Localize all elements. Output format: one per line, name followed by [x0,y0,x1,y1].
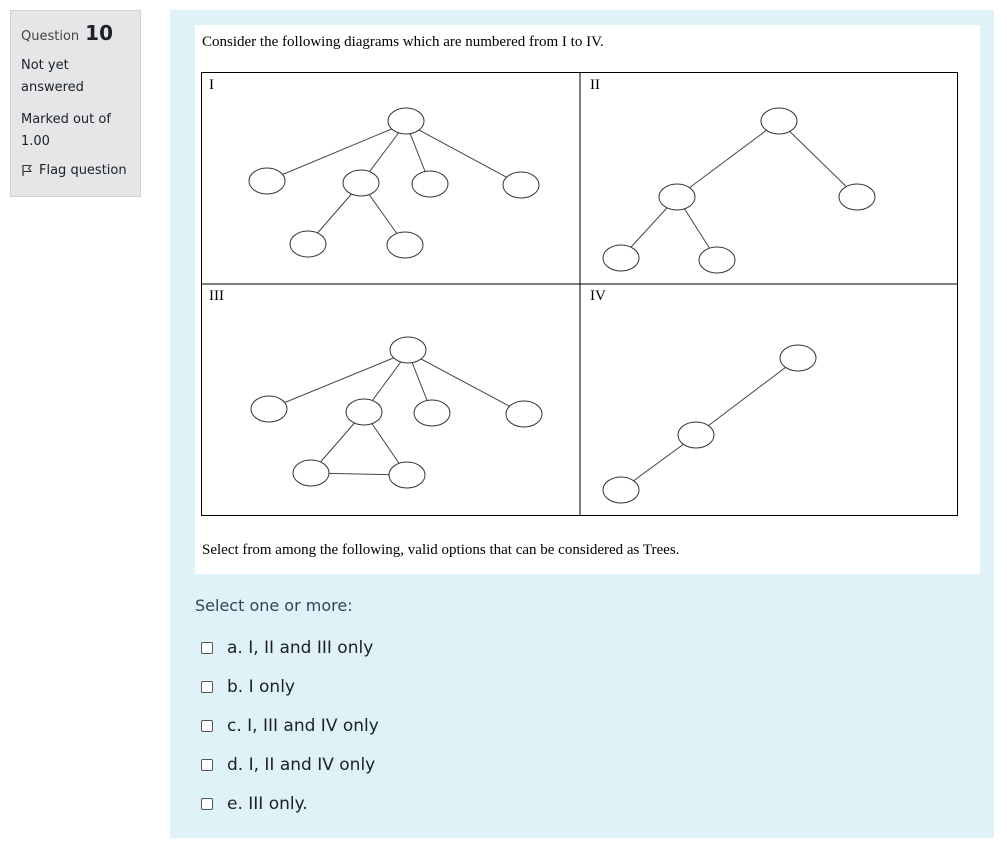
option-c-checkbox[interactable] [201,719,213,732]
option-e[interactable]: e. III only. [201,784,379,823]
option-b-checkbox[interactable] [201,680,213,693]
question-content: Consider the following diagrams which ar… [170,10,994,838]
option-e-checkbox[interactable] [201,797,213,810]
question-number-value: 10 [85,21,113,45]
question-state: Not yet answered [21,58,84,95]
option-a-checkbox[interactable] [201,641,213,654]
question-intro: Consider the following diagrams which ar… [202,34,604,50]
diagram-label-iv: IV [590,288,606,304]
option-c-label: c. I, III and IV only [227,715,379,736]
option-d[interactable]: d. I, II and IV only [201,745,379,784]
diagram-label-i: I [209,77,214,93]
question-number: Question 10 [21,21,130,45]
option-e-label: e. III only. [227,793,308,814]
diagram-label-iii: III [209,288,224,304]
question-text: Consider the following diagrams which ar… [195,25,980,574]
diagram-iv [602,344,817,504]
flag-question-link[interactable]: Flag question [21,163,130,178]
option-c[interactable]: c. I, III and IV only [201,706,379,745]
answer-prompt: Select one or more: [195,596,353,615]
option-d-label: d. I, II and IV only [227,754,376,775]
question-grade: Marked out of 1.00 [21,112,111,149]
diagram-grid: I II III IV [201,72,958,516]
option-b-label: b. I only [227,676,295,697]
option-a-label: a. I, II and III only [227,637,374,658]
option-b[interactable]: b. I only [201,667,379,706]
diagram-ii [602,107,876,274]
diagram-iii [250,336,543,489]
diagram-label-ii: II [590,77,600,93]
option-a[interactable]: a. I, II and III only [201,628,379,667]
flag-question-label: Flag question [39,163,127,178]
answer-options: a. I, II and III only b. I only c. I, II… [201,628,379,823]
question-instruction: Select from among the following, valid o… [202,542,680,558]
question-info-panel: Question 10 Not yet answered Marked out … [10,10,141,197]
option-d-checkbox[interactable] [201,758,213,771]
flag-icon [22,165,33,176]
question-word: Question [21,29,80,44]
diagram-i [248,107,540,259]
